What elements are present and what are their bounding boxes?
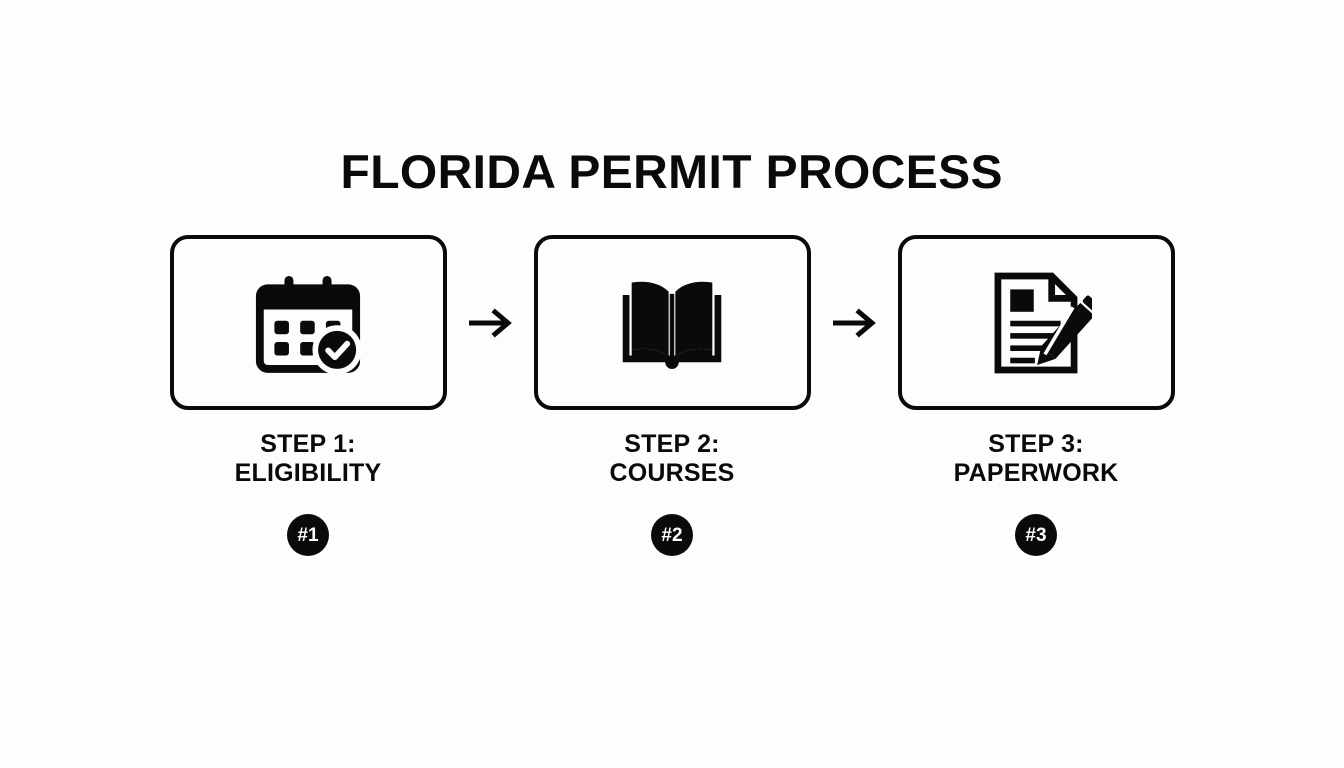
step-2-label: STEP 2: COURSES (609, 430, 734, 488)
connector-2 (811, 235, 898, 410)
step-3-label-line1: STEP 3: (988, 430, 1084, 458)
step-2-label-line2: COURSES (609, 459, 735, 487)
step-3-label-line2: PAPERWORK (953, 459, 1119, 487)
process-flow: STEP 1: ELIGIBILITY #1 (169, 235, 1175, 556)
step-3-badge: #3 (1015, 514, 1057, 556)
process-step-3: STEP 3: PAPERWORK #3 (897, 235, 1175, 556)
connector-1 (447, 235, 534, 410)
page-title: FLORIDA PERMIT PROCESS (340, 145, 1004, 198)
step-2-card[interactable] (533, 235, 811, 410)
step-1-label: STEP 1: ELIGIBILITY (235, 430, 382, 488)
step-2-badge: #2 (651, 514, 693, 556)
calendar-check-icon (252, 267, 364, 379)
document-pencil-icon (980, 267, 1092, 379)
step-3-card[interactable] (897, 235, 1175, 410)
step-1-card[interactable] (169, 235, 447, 410)
open-book-icon (616, 267, 728, 379)
step-1-badge: #1 (287, 514, 329, 556)
step-1-label-line1: STEP 1: (260, 430, 356, 458)
process-step-2: STEP 2: COURSES #2 (533, 235, 811, 556)
step-1-label-line2: ELIGIBILITY (234, 459, 382, 487)
arrow-right-icon (466, 306, 514, 340)
process-step-1: STEP 1: ELIGIBILITY #1 (169, 235, 447, 556)
step-2-label-line1: STEP 2: (624, 430, 720, 458)
arrow-right-icon (830, 306, 878, 340)
step-3-label: STEP 3: PAPERWORK (954, 430, 1119, 488)
